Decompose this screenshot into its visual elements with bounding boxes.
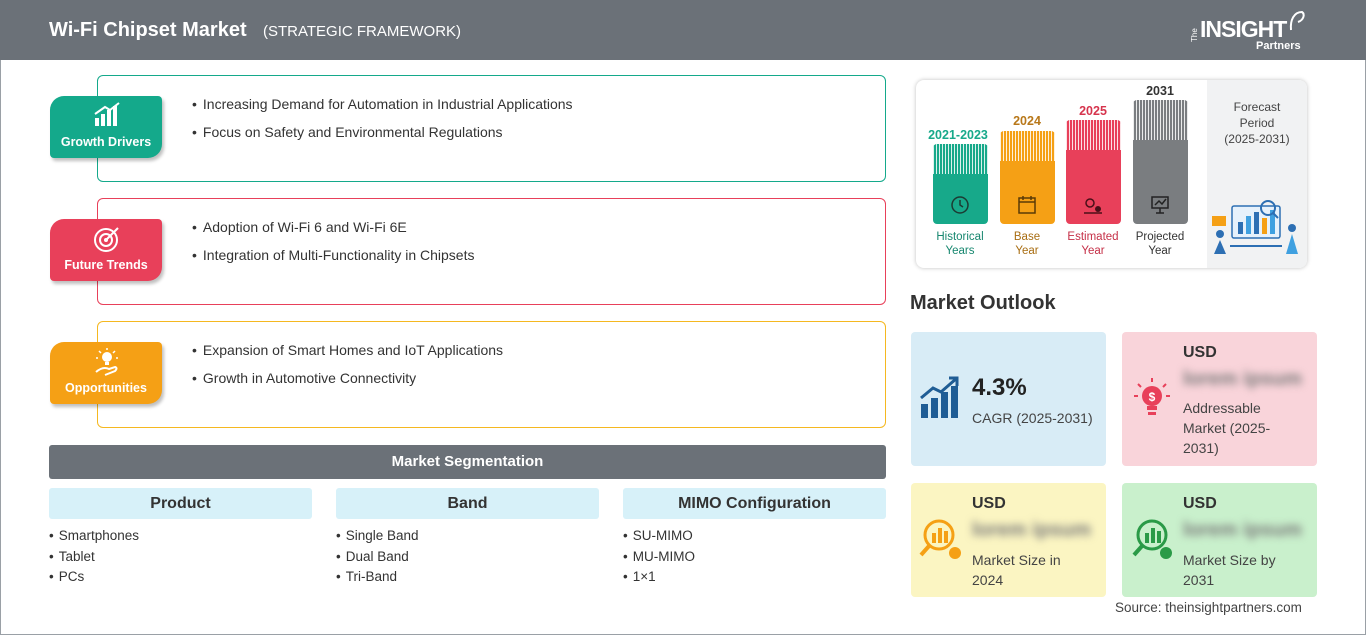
blurred-value: lorem ipsum bbox=[1183, 519, 1302, 541]
historical-bar bbox=[933, 144, 988, 224]
size-2024-desc: Market Size in 2024 bbox=[972, 552, 1061, 588]
list-item: Expansion of Smart Homes and IoT Applica… bbox=[192, 341, 503, 369]
blurred-value: lorem ipsum bbox=[1183, 368, 1302, 390]
svg-text:$: $ bbox=[1149, 390, 1156, 404]
market-outlook-title: Market Outlook bbox=[910, 292, 1056, 314]
future-trends-list: Adoption of Wi-Fi 6 and Wi-Fi 6E Integra… bbox=[192, 218, 475, 274]
logo-insight: INSIGHT bbox=[1200, 16, 1287, 42]
growth-chart-icon bbox=[94, 102, 120, 126]
segmentation-title: Market Segmentation bbox=[49, 445, 886, 479]
growth-drivers-badge: Growth Drivers bbox=[50, 96, 162, 158]
segment-item: MU-MIMO bbox=[623, 547, 886, 568]
size-2031-desc: Market Size by 2031 bbox=[1183, 552, 1276, 588]
segment-item: PCs bbox=[49, 567, 312, 588]
projected-year-bar bbox=[1133, 100, 1188, 224]
cagr-tile: 4.3% CAGR (2025-2031) bbox=[911, 332, 1106, 466]
magnifier-chart-icon bbox=[919, 519, 961, 559]
opportunities-card: Expansion of Smart Homes and IoT Applica… bbox=[97, 321, 886, 428]
segment-head: Product bbox=[49, 488, 312, 519]
segment-item: Tri-Band bbox=[336, 567, 599, 588]
estimated-year-bar bbox=[1066, 120, 1121, 224]
calendar-icon bbox=[1018, 196, 1036, 214]
growth-drivers-list: Increasing Demand for Automation in Indu… bbox=[192, 95, 573, 151]
insight-partners-logo[interactable]: The INSIGHT Partners bbox=[1190, 10, 1310, 52]
blurred-value: lorem ipsum bbox=[972, 519, 1091, 541]
opportunities-list: Expansion of Smart Homes and IoT Applica… bbox=[192, 341, 503, 397]
year-label: 2024 bbox=[1013, 114, 1041, 128]
header-bar: Wi-Fi Chipset Market (STRATEGIC FRAMEWOR… bbox=[0, 0, 1366, 60]
growth-drivers-card: Increasing Demand for Automation in Indu… bbox=[97, 75, 886, 182]
lightbulb-hand-icon bbox=[95, 348, 118, 376]
page-title: Wi-Fi Chipset Market bbox=[49, 19, 247, 41]
future-trends-badge: Future Trends bbox=[50, 219, 162, 281]
list-item: Integration of Multi-Functionality in Ch… bbox=[192, 246, 475, 274]
logo-partners: Partners bbox=[1256, 40, 1301, 52]
segment-item: 1×1 bbox=[623, 567, 886, 588]
year-label: 2025 bbox=[1079, 104, 1107, 118]
list-item: Increasing Demand for Automation in Indu… bbox=[192, 95, 573, 123]
future-trends-card: Adoption of Wi-Fi 6 and Wi-Fi 6E Integra… bbox=[97, 198, 886, 305]
history-clock-icon bbox=[951, 196, 969, 214]
analytics-team-illustration-icon bbox=[1212, 200, 1298, 254]
segment-head: Band bbox=[336, 488, 599, 519]
currency-label: USD bbox=[972, 495, 1006, 512]
year-label: 2031 bbox=[1146, 84, 1174, 98]
cagr-label: CAGR (2025-2031) bbox=[972, 410, 1093, 426]
opportunities-badge: Opportunities bbox=[50, 342, 162, 404]
addressable-market-tile: $ USD lorem ipsum Addressable Market (20… bbox=[1122, 332, 1317, 466]
segment-head: MIMO Configuration bbox=[623, 488, 886, 519]
presentation-board-icon bbox=[1151, 196, 1169, 214]
idea-bulb-icon: $ bbox=[1134, 378, 1170, 415]
segment-item: Single Band bbox=[336, 526, 599, 547]
logo-the: The bbox=[1190, 28, 1199, 42]
segment-band: Band Single Band Dual Band Tri-Band bbox=[336, 488, 599, 588]
list-item: Focus on Safety and Environmental Regula… bbox=[192, 123, 573, 151]
segment-item: SU-MIMO bbox=[623, 526, 886, 547]
page-subtitle: (STRATEGIC FRAMEWORK) bbox=[263, 23, 462, 40]
segment-item: Tablet bbox=[49, 547, 312, 568]
addressable-desc: Addressable Market (2025- 2031) bbox=[1183, 400, 1271, 456]
segment-item: Dual Band bbox=[336, 547, 599, 568]
badge-label: Future Trends bbox=[64, 258, 148, 272]
forecast-period-label: Forecast Period (2025-2031) bbox=[1224, 100, 1290, 146]
badge-label: Opportunities bbox=[65, 381, 147, 395]
market-size-2024-tile: USD lorem ipsum Market Size in 2024 bbox=[911, 483, 1106, 597]
logo-swoosh-icon bbox=[1289, 10, 1305, 31]
growth-bars-icon bbox=[920, 376, 959, 418]
target-icon bbox=[94, 227, 119, 252]
list-item: Adoption of Wi-Fi 6 and Wi-Fi 6E bbox=[192, 218, 474, 246]
badge-label: Growth Drivers bbox=[60, 135, 152, 149]
segment-item: Smartphones bbox=[49, 526, 312, 547]
gear-chart-icon bbox=[1084, 198, 1102, 214]
magnifier-chart-icon bbox=[1132, 519, 1172, 559]
currency-label: USD bbox=[1183, 344, 1217, 361]
market-size-2031-tile: USD lorem ipsum Market Size by 2031 bbox=[1122, 483, 1317, 597]
year-label: 2021-2023 bbox=[928, 128, 988, 142]
list-item: Growth in Automotive Connectivity bbox=[192, 369, 503, 397]
cagr-value: 4.3% bbox=[972, 374, 1027, 401]
source-citation: Source: theinsightpartners.com bbox=[1115, 600, 1302, 615]
currency-label: USD bbox=[1183, 495, 1217, 512]
base-year-bar bbox=[1000, 131, 1055, 224]
segment-product: Product Smartphones Tablet PCs bbox=[49, 488, 312, 588]
segment-mimo: MIMO Configuration SU-MIMO MU-MIMO 1×1 bbox=[623, 488, 886, 588]
